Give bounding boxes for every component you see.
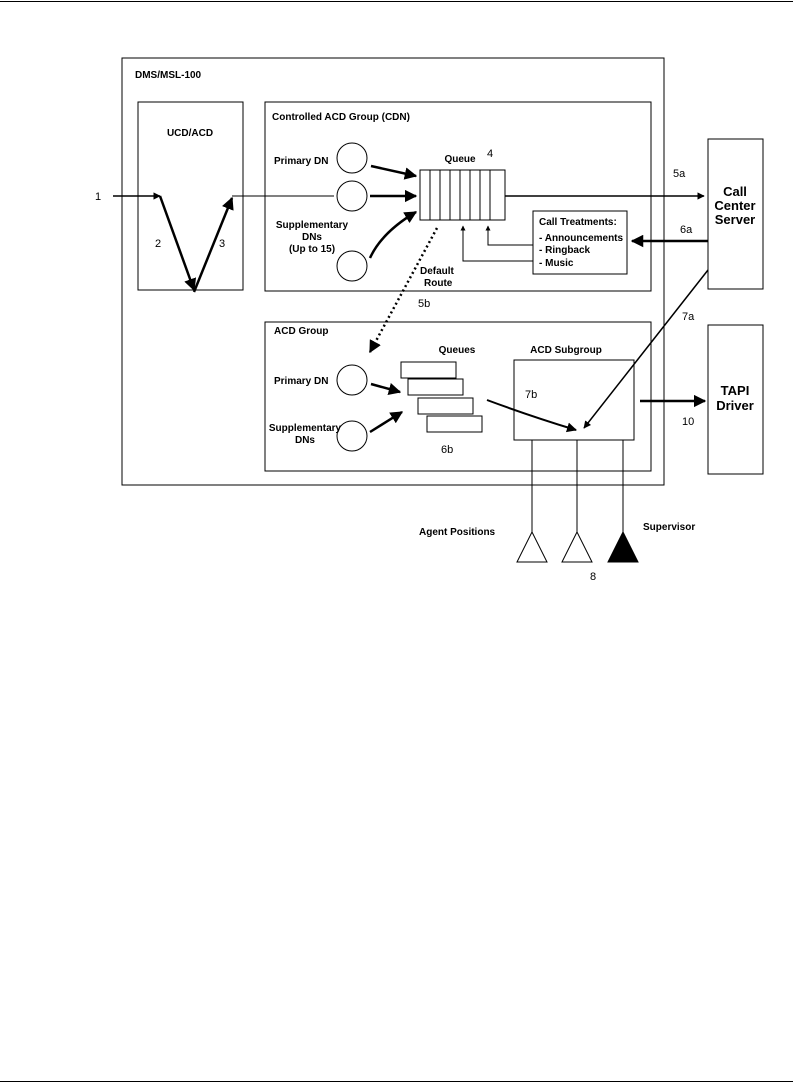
ct-ringback: - Ringback xyxy=(539,245,591,256)
step-7a: 7a xyxy=(682,311,695,323)
step-5a: 5a xyxy=(673,168,686,180)
tapi-driver-box xyxy=(707,324,764,475)
queue-label: Queue xyxy=(444,154,476,165)
queues-label: Queues xyxy=(439,345,476,356)
cdn-primary-dn-label: Primary DN xyxy=(274,156,328,167)
cdn-supp-label-2: DNs xyxy=(302,232,322,243)
tapi-label-2: Driver xyxy=(716,398,754,413)
cdn-supp-label-1: Supplementary xyxy=(276,220,349,231)
cdn-supp-label-3: (Up to 15) xyxy=(289,244,335,255)
acd-subgroup-box xyxy=(513,359,635,441)
acd-group-label: ACD Group xyxy=(274,326,328,337)
default-route-label-2: Route xyxy=(424,278,453,289)
ccs-label-2: Center xyxy=(714,198,755,213)
step-4: 4 xyxy=(487,148,493,160)
treatment-line-music xyxy=(460,225,533,262)
acd-primary-dn-circle xyxy=(336,364,368,396)
step-2: 2 xyxy=(155,238,161,250)
supervisor-label: Supervisor xyxy=(643,522,695,533)
ccs-label-3: Server xyxy=(715,212,755,227)
treatment-line-announce xyxy=(485,225,533,246)
acd-queues xyxy=(400,361,483,433)
call-treatments-box xyxy=(532,210,628,275)
header-rule xyxy=(0,1,793,2)
agent-position-2-icon xyxy=(561,530,593,563)
step-2-arrow xyxy=(158,195,197,292)
cdn-primary-to-queue-arrow xyxy=(370,164,418,180)
cdn-supp2-to-queue-arrow xyxy=(368,210,418,259)
ccs-label-1: Call xyxy=(723,184,747,199)
tapi-label-1: TAPI xyxy=(721,383,750,398)
agent-position-1-icon xyxy=(516,530,548,563)
step-8: 8 xyxy=(590,571,596,583)
supervisor-icon xyxy=(607,530,639,563)
acd-supp-label-1: Supplementary xyxy=(269,423,342,434)
step-6a: 6a xyxy=(680,224,693,236)
cdn-supp-dn-circle-2 xyxy=(336,250,368,282)
acd-supp-dn-circle xyxy=(336,420,368,452)
step-10: 10 xyxy=(682,416,694,428)
acd-primary-dn-label: Primary DN xyxy=(274,376,328,387)
step-3: 3 xyxy=(219,238,225,250)
acd-supp-label-2: DNs xyxy=(295,435,315,446)
cdn-queue xyxy=(419,169,506,221)
acd-group-box xyxy=(264,321,652,472)
acd-primary-to-queues-arrow xyxy=(370,382,402,396)
step-1: 1 xyxy=(95,191,101,203)
ct-music: - Music xyxy=(539,258,574,269)
call-center-server-box xyxy=(707,138,764,290)
acd-subgroup-label: ACD Subgroup xyxy=(530,345,602,356)
ucd-label: UCD/ACD xyxy=(167,128,213,139)
ct-announcements: - Announcements xyxy=(539,233,624,244)
step-3-arrow xyxy=(192,196,234,293)
default-route-label-1: Default xyxy=(420,266,455,277)
cdn-primary-dn-circle xyxy=(336,142,368,174)
acd-supp-to-queues-arrow xyxy=(369,410,404,434)
step-7b: 7b xyxy=(525,389,537,401)
queues-to-agents-arrow xyxy=(486,399,577,433)
step-5b: 5b xyxy=(418,298,430,310)
call-treatments-title: Call Treatments: xyxy=(539,217,617,228)
agent-positions-label: Agent Positions xyxy=(419,527,496,538)
step-6b: 6b xyxy=(441,444,453,456)
cdn-supp-dn-circle-1 xyxy=(336,180,368,212)
dms-label: DMS/MSL-100 xyxy=(135,70,202,81)
cdn-title: Controlled ACD Group (CDN) xyxy=(272,112,410,123)
footer-rule xyxy=(0,1081,793,1082)
ccs-to-subgroup-arrow xyxy=(583,269,709,429)
dms-box xyxy=(121,57,665,486)
default-route-arrow xyxy=(368,227,439,354)
